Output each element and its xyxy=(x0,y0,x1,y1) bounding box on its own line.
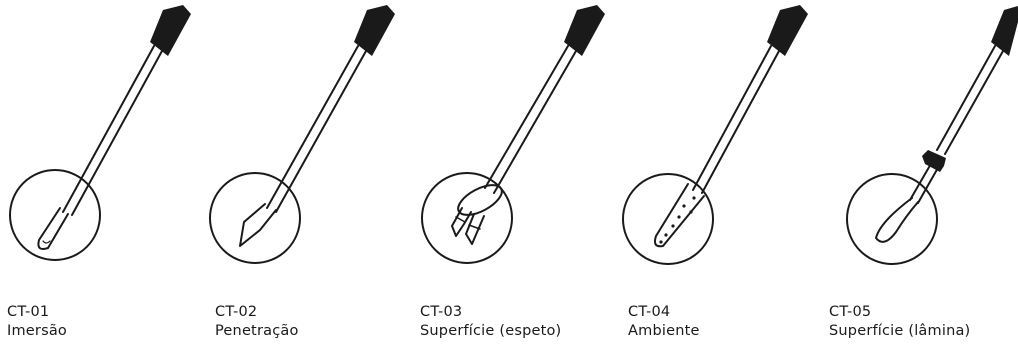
penetration-tip-icon xyxy=(239,203,277,247)
probe-shaft xyxy=(484,45,577,194)
probe-caption-ct04: CT-04 Ambiente xyxy=(628,303,848,341)
probe-name: Superfície (lâmina) xyxy=(829,323,971,339)
surface-spike-tip-icon xyxy=(451,184,503,245)
probe-code: CT-05 xyxy=(829,304,872,320)
probe-caption-ct01: CT-01 Imersão xyxy=(7,303,227,341)
magnifier-circle xyxy=(846,173,938,265)
surface-blade-tip-icon xyxy=(875,197,919,243)
probe-code: CT-03 xyxy=(420,304,463,320)
probe-caption-ct05: CT-05 Superfície (lâmina) xyxy=(829,303,1018,341)
magnifier-circle xyxy=(421,172,513,264)
probe-shaft xyxy=(692,45,780,194)
magnifier-circle xyxy=(622,173,714,265)
immersion-tip-icon xyxy=(37,207,69,250)
probe-code: CT-01 xyxy=(7,304,50,320)
probe-handle xyxy=(767,5,808,56)
probe-name: Imersão xyxy=(7,323,67,339)
probe-handle xyxy=(150,5,191,56)
probe-shaft xyxy=(266,45,367,213)
probe-illustration-ct04 xyxy=(622,5,808,265)
magnifier-circle xyxy=(209,172,301,264)
probe-caption-ct03: CT-03 Superfície (espeto) xyxy=(420,303,640,341)
probe-caption-ct02: CT-02 Penetração xyxy=(215,303,435,341)
probe-collar xyxy=(922,150,946,172)
magnifier-circle xyxy=(9,169,101,261)
probe-handle xyxy=(991,6,1018,56)
probe-illustration-ct03 xyxy=(421,5,605,264)
probe-shaft xyxy=(62,45,163,216)
probe-illustration-ct05 xyxy=(846,6,1018,265)
probe-name: Penetração xyxy=(215,323,299,339)
probe-illustration-ct01 xyxy=(9,5,191,261)
probe-code: CT-02 xyxy=(215,304,258,320)
ambient-perforated-tip-icon xyxy=(653,183,705,248)
probe-handle xyxy=(564,5,605,56)
probe-code: CT-04 xyxy=(628,304,671,320)
probe-handle xyxy=(354,5,395,56)
probe-name: Ambiente xyxy=(628,323,700,339)
probe-name: Superfície (espeto) xyxy=(420,323,562,339)
probe-illustration-ct02 xyxy=(209,5,395,264)
probe-shaft xyxy=(909,45,1004,204)
